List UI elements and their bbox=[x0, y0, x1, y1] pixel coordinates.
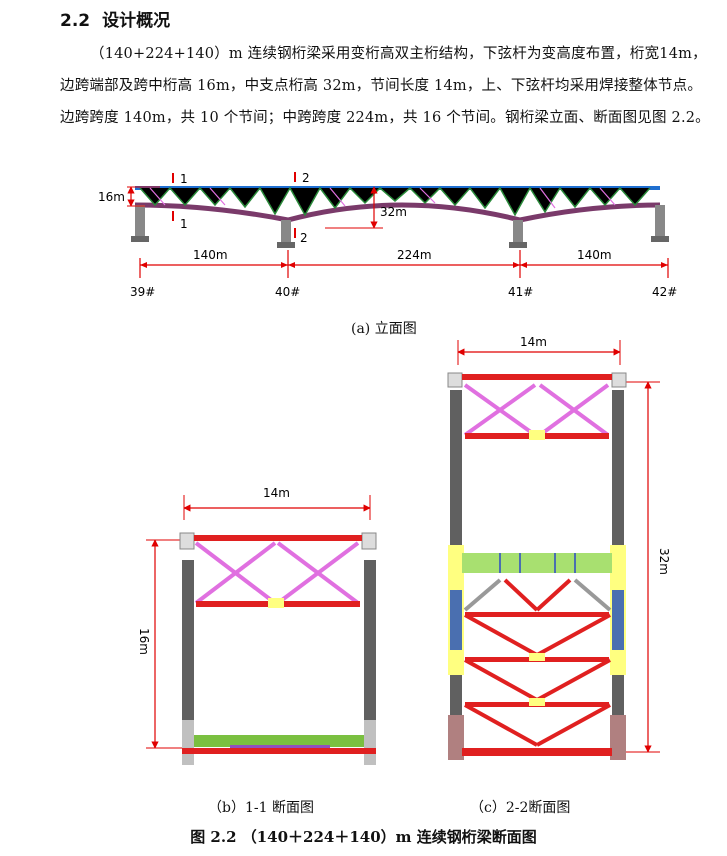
section-1-diagram: 14m 16m bbox=[137, 486, 377, 765]
section-1-width-label: 14m bbox=[263, 486, 290, 500]
elevation-caption: (a) 立面图 bbox=[351, 321, 417, 337]
description-paragraph: （140+224+140）m 连续钢桁梁采用变桁高双主桁结构，下弦杆为变高度布置… bbox=[60, 46, 710, 126]
pier-label-41: 41# bbox=[508, 285, 533, 299]
elevation-height-label: 16m bbox=[98, 190, 125, 204]
section-2-width-label: 14m bbox=[520, 335, 547, 349]
section-2-height-label: 32m bbox=[657, 548, 671, 575]
span-label-2: 224m bbox=[397, 248, 432, 262]
pier-label-39: 39# bbox=[130, 285, 155, 299]
section-1-height-label: 16m bbox=[137, 628, 151, 655]
elevation-pier-height-label: 32m bbox=[380, 205, 407, 219]
section-heading: 2.2 设计概况 bbox=[60, 6, 170, 31]
section-mark-1-top: 1 bbox=[180, 172, 188, 186]
span-label-1: 140m bbox=[193, 248, 228, 262]
section-2-diagram: 14m 32m bbox=[447, 335, 671, 760]
span-label-3: 140m bbox=[577, 248, 612, 262]
section-title: 设计概况 bbox=[102, 11, 171, 31]
section-mark-2-bottom: 2 bbox=[300, 231, 308, 245]
pier-label-40: 40# bbox=[275, 285, 300, 299]
figure-caption: 图 2.2 （140＋224＋140）m 连续钢桁梁断面图 bbox=[190, 828, 537, 846]
section-number: 2.2 bbox=[60, 11, 91, 31]
section-mark-2-top: 2 bbox=[302, 171, 310, 185]
elevation-truss bbox=[131, 186, 669, 248]
pier-label-42: 42# bbox=[652, 285, 677, 299]
section-1-caption: （b）1-1 断面图 bbox=[208, 800, 314, 816]
section-2-caption: （c）2-2断面图 bbox=[470, 800, 571, 816]
section-mark-1-bottom: 1 bbox=[180, 217, 188, 231]
